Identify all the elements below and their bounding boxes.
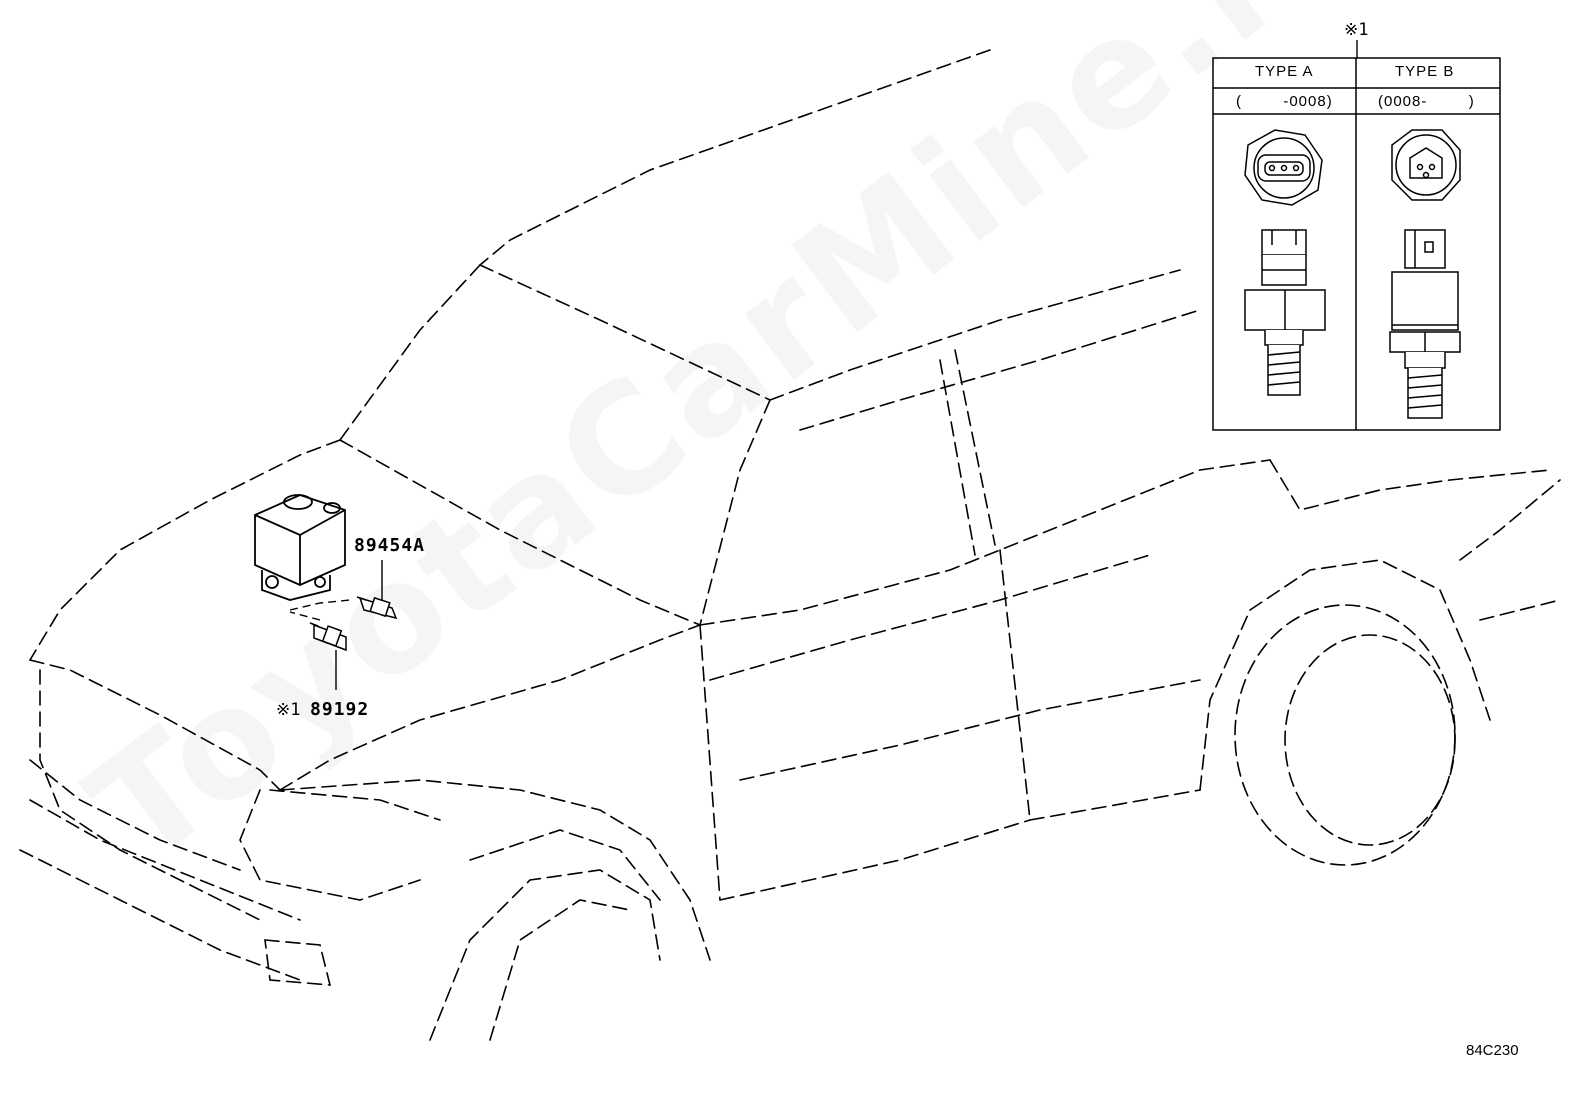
vehicle-phantom-outline — [19, 49, 1561, 1041]
inset-table — [1212, 57, 1501, 431]
brake-master-cylinder — [254, 494, 346, 601]
type-b-sensor-drawing — [1389, 129, 1461, 419]
drawing-code: 84C230 — [1466, 1042, 1519, 1059]
callout-89454A[interactable]: 89454A — [354, 535, 426, 556]
type-a-date-range: ( -0008) — [1236, 93, 1333, 110]
type-b-header: TYPE B — [1395, 63, 1455, 80]
type-a-header: TYPE A — [1255, 63, 1314, 80]
leader-lines — [289, 40, 1358, 690]
inset-reference-mark: ※1 — [1344, 20, 1369, 40]
callout-89192[interactable]: 89192 — [310, 699, 370, 720]
part-89192-switch — [309, 622, 347, 652]
callout-89192-prefix: ※1 — [276, 700, 301, 720]
type-b-date-range: (0008- ) — [1378, 93, 1475, 110]
type-a-sensor-drawing — [1244, 129, 1326, 396]
part-89454A-switch — [356, 596, 398, 620]
